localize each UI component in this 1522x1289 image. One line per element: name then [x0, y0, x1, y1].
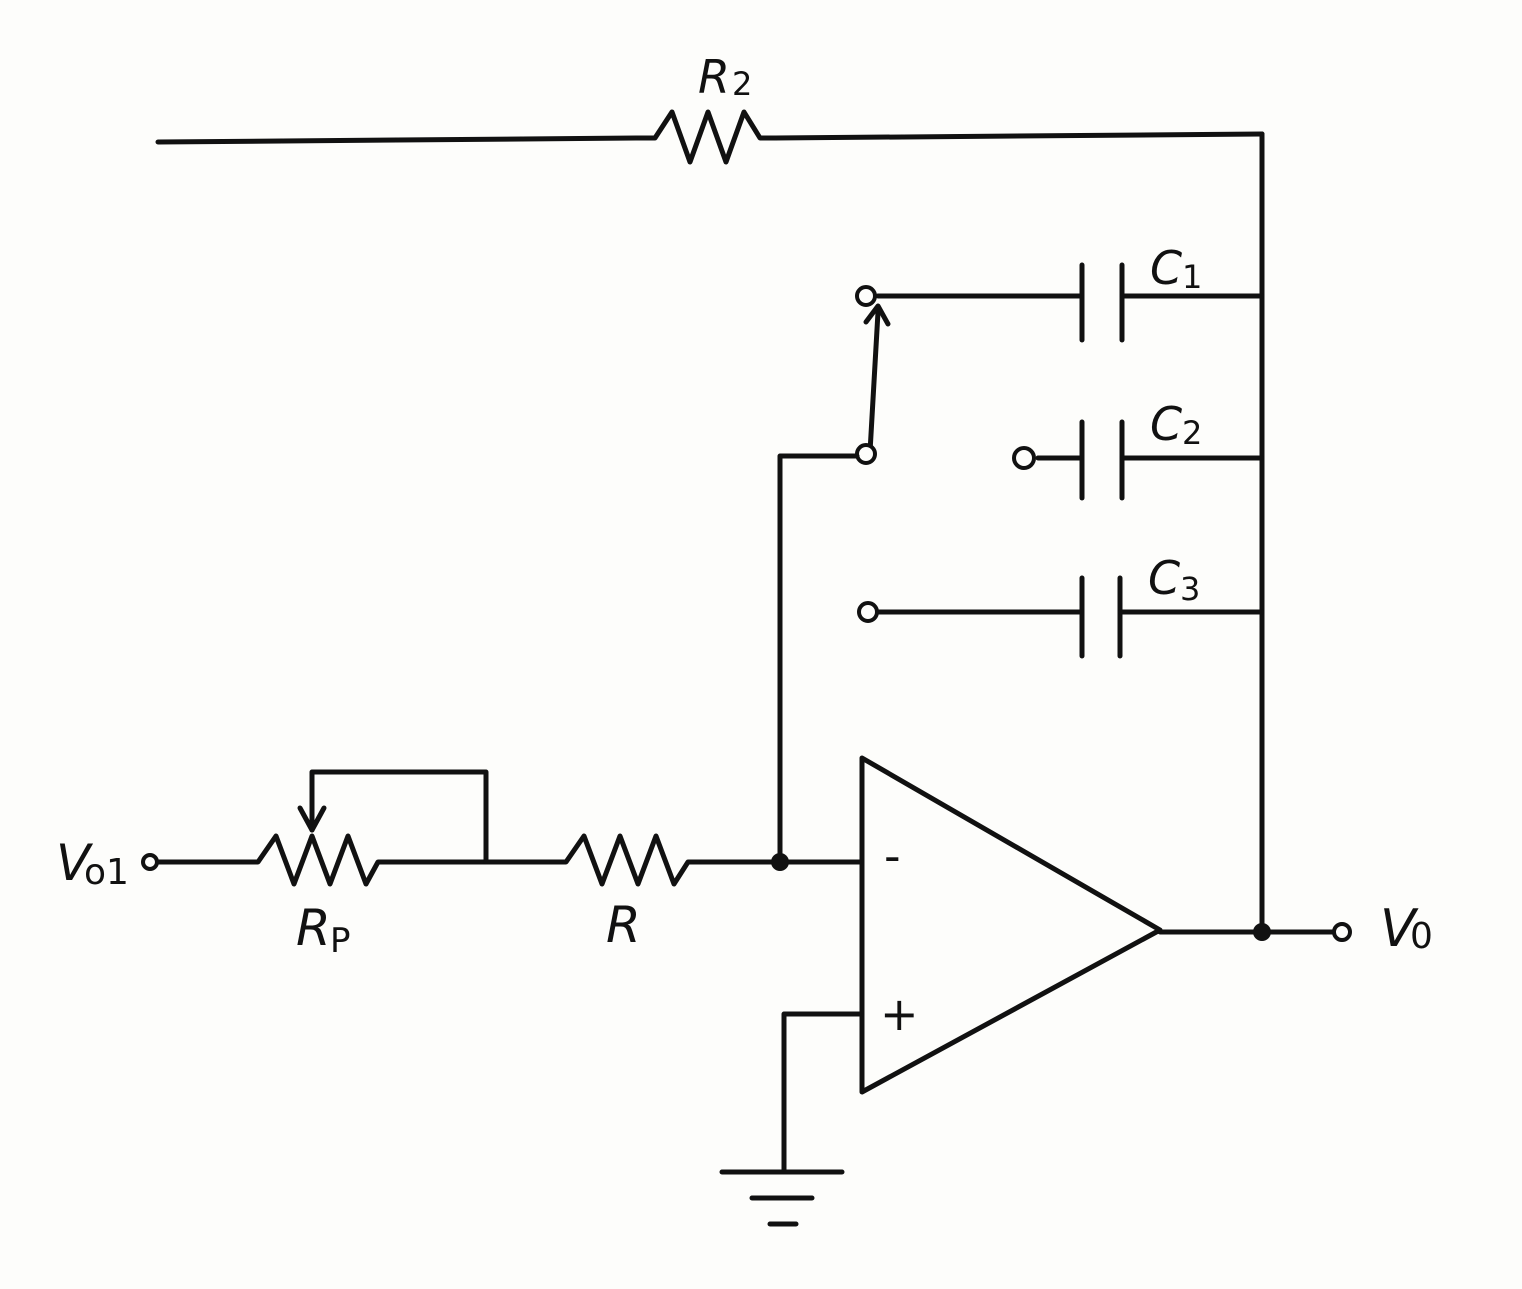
- inverting-node-junction: [771, 853, 789, 871]
- r2-subscript: 2: [732, 65, 752, 103]
- r2-wire-left: [155, 135, 643, 145]
- resistor-r2: [637, 109, 778, 165]
- c2-subscript: 2: [1182, 414, 1202, 452]
- ground-symbol: [719, 1169, 845, 1227]
- switch-contact-c2: [1012, 446, 1036, 470]
- noninverting-input-sign: +: [880, 987, 919, 1041]
- c1-subscript: 1: [1182, 258, 1202, 296]
- capacitor-c2: [1035, 419, 1265, 501]
- c3-label: C: [1148, 551, 1180, 605]
- potentiometer-wiper: [297, 769, 489, 865]
- output-node-junction: [1253, 923, 1271, 941]
- vo-label: V: [1380, 899, 1419, 959]
- selector-switch-arm: [863, 303, 891, 455]
- op-amp-triangle: [859, 755, 1163, 1095]
- output-terminal: [1332, 922, 1352, 942]
- switch-contact-c3: [857, 601, 879, 623]
- input-terminal: [141, 853, 159, 871]
- r-label: R: [606, 896, 641, 954]
- r2-wire-right: [772, 131, 1265, 141]
- switch-to-node-wire: [777, 453, 860, 865]
- c1-label: C: [1150, 241, 1182, 295]
- c3-subscript: 3: [1180, 570, 1200, 608]
- c2-label: C: [1150, 397, 1182, 451]
- vo1-label: V: [56, 834, 94, 892]
- capacitor-c1: [1079, 262, 1125, 343]
- vo-subscript: 0: [1410, 916, 1433, 957]
- ground-wire: [781, 1011, 865, 1175]
- capacitor-c3: [875, 575, 1265, 659]
- switch-contact-c1: [855, 285, 877, 307]
- switch-pivot: [855, 443, 877, 465]
- r2-label: R: [698, 50, 730, 104]
- inverting-input-sign: -: [884, 829, 901, 883]
- potentiometer-rp: [241, 833, 489, 887]
- vo1-subscript: o1: [84, 852, 129, 893]
- rp-subscript: P: [330, 921, 351, 961]
- rp-label: R: [296, 899, 331, 957]
- resistor-r: [549, 833, 705, 887]
